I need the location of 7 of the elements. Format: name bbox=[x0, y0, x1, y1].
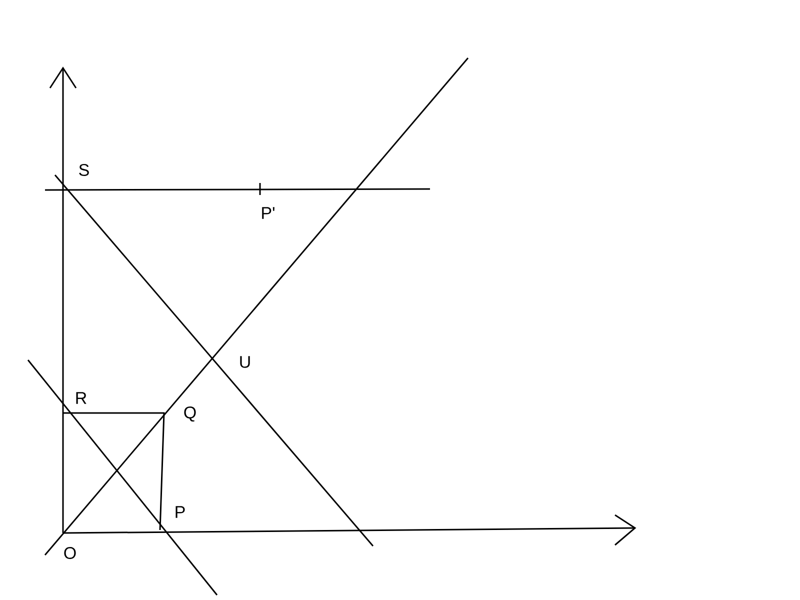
point-label: Q bbox=[184, 406, 196, 422]
point-label: O bbox=[64, 546, 76, 560]
point-label: P' bbox=[262, 207, 274, 219]
point-label: S bbox=[79, 164, 89, 176]
point-label: P bbox=[176, 506, 185, 518]
point-label: R bbox=[76, 392, 86, 404]
point-label: U bbox=[240, 356, 250, 368]
